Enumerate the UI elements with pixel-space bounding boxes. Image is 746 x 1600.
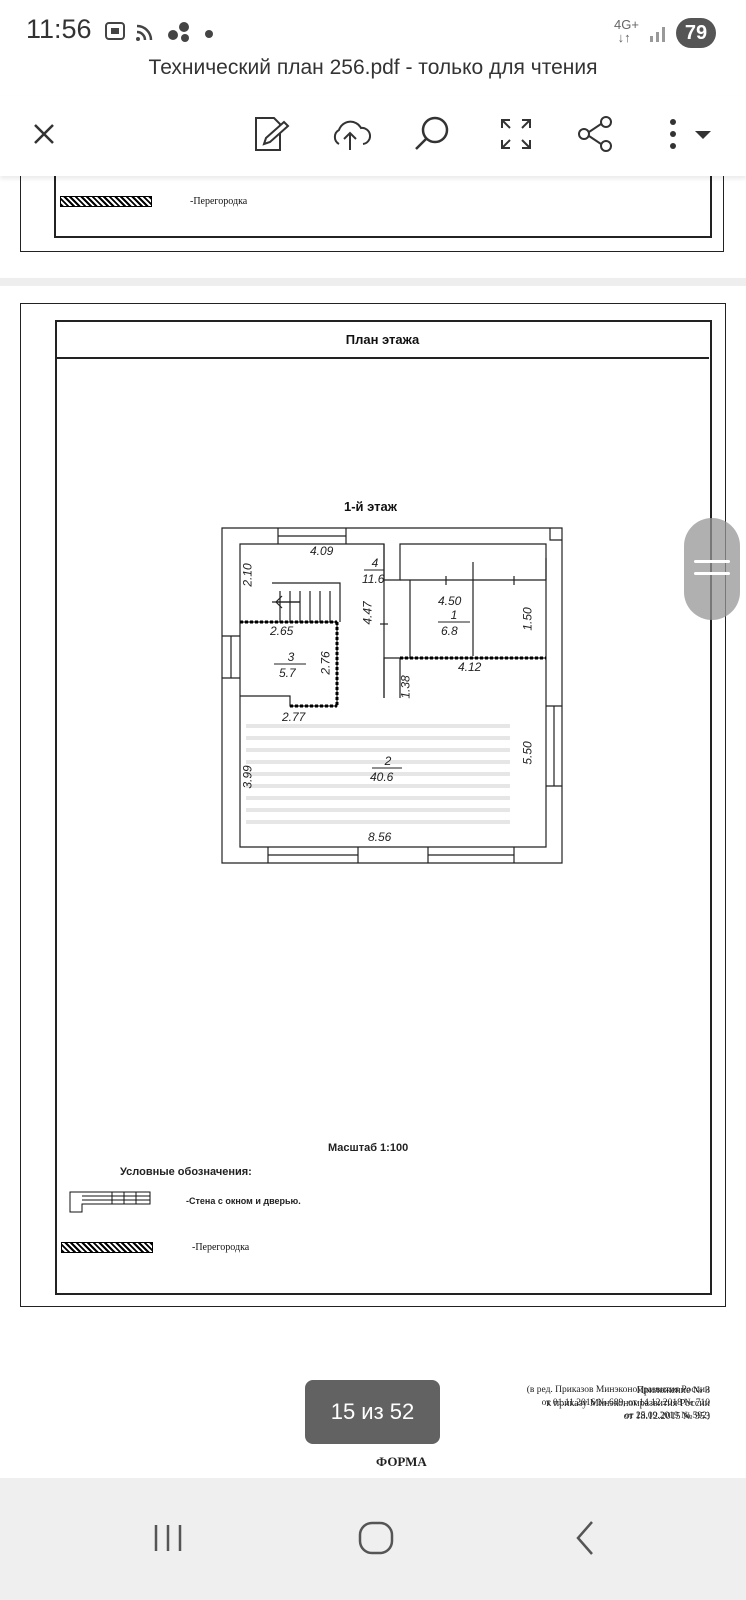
header-divider (56, 357, 709, 359)
status-bar: 11:56 4G+ ↓↑ 79 (0, 0, 746, 62)
upload-button[interactable] (322, 106, 378, 162)
legend-partition: -Перегородка (190, 196, 248, 207)
legend-partition: -Перегородка (192, 1242, 250, 1253)
dimension-label: 2.77 (282, 710, 306, 724)
share-icon (578, 116, 612, 152)
dimension-label: 2.76 (318, 651, 333, 675)
clock: 11:56 (26, 14, 92, 44)
partition-symbol (60, 196, 152, 207)
more-options-button[interactable] (652, 106, 722, 162)
handle-line (694, 572, 730, 575)
revision-line: от 01.11.2016 № 689, от 14.12.2018 № 710 (541, 1398, 710, 1408)
recent-apps-button[interactable] (128, 1508, 208, 1568)
inner-border (55, 320, 712, 1295)
dimension-label: 4.12 (458, 660, 482, 674)
room-2-number: 2 (384, 754, 392, 768)
edit-button[interactable] (242, 106, 298, 162)
upload-cloud-icon (333, 120, 371, 150)
recent-apps-icon (154, 1525, 182, 1551)
current-page: План этажа 1-й этаж (0, 286, 746, 1462)
dimension-label: 8.56 (368, 830, 392, 844)
room-2-area: 40.6 (370, 770, 394, 784)
dimension-label: 4.50 (438, 594, 462, 608)
fullscreen-icon (501, 119, 531, 149)
dimension-label: 4.47 (360, 601, 375, 625)
cast-icon (136, 24, 153, 41)
wall-symbol (69, 1191, 151, 1213)
previous-page: -Перегородка (0, 176, 746, 278)
document-title: Технический план 256.pdf - только для чт… (148, 56, 598, 79)
legend-wall: -Стена с окном и дверью. (186, 1196, 301, 1206)
dimension-label: 4.09 (310, 544, 334, 558)
appendix-line: к приказу Минэкономразвития России (546, 1398, 710, 1409)
connection-icon (168, 22, 189, 42)
edit-icon (255, 117, 290, 151)
search-icon (415, 116, 449, 150)
room-3-area: 5.7 (279, 666, 296, 680)
dimension-label: 1.50 (520, 607, 535, 631)
dimension-label: 2.65 (270, 624, 294, 638)
network-type: 4G+ ↓↑ (614, 17, 639, 45)
room-3-number: 3 (287, 650, 295, 664)
dimension-label: 5.50 (520, 741, 535, 765)
more-icon (670, 119, 711, 149)
dot-icon (205, 30, 213, 38)
home-icon (358, 1521, 394, 1555)
appendix-line: Приложение № 3 (636, 1385, 710, 1396)
handle-line (694, 560, 730, 563)
revision-line: от 25.09.2019 № 592) (624, 1411, 710, 1421)
document-viewer[interactable]: -Перегородка План этажа 1-й этаж (0, 176, 746, 1478)
dimension-label: 3.99 (240, 765, 255, 789)
home-button[interactable] (336, 1508, 416, 1568)
dimension-label: 2.10 (240, 563, 255, 587)
plan-header: План этажа (345, 332, 420, 347)
room-1-number: 1 (450, 608, 458, 622)
scale-label: Масштаб 1:100 (328, 1142, 409, 1154)
back-icon (576, 1521, 593, 1555)
legend-title: Условные обозначения: (120, 1166, 252, 1178)
screen-record-icon (105, 22, 125, 40)
room-1-area: 6.8 (441, 624, 458, 638)
partition-symbol (61, 1242, 153, 1253)
appendix-text-visible: Приложение № 3 к приказу Минэкономразвит… (460, 1384, 710, 1423)
battery-indicator: 79 (676, 18, 716, 48)
page-border (20, 303, 726, 1307)
inner-border (54, 176, 712, 238)
fullscreen-button[interactable] (488, 106, 544, 162)
revision-line: (в ред. Приказов Минэкономразвития Росси… (526, 1385, 710, 1395)
search-button[interactable] (404, 106, 460, 162)
back-button[interactable] (546, 1508, 626, 1568)
room-4-number: 4 (371, 556, 379, 570)
fast-scroll-handle[interactable] (684, 518, 740, 620)
floor-plan-drawing (221, 527, 563, 864)
form-title: ФОРМА (376, 1454, 427, 1469)
signal-bars-icon (650, 27, 665, 42)
page-border (20, 176, 724, 252)
navigation-bar (0, 1478, 746, 1600)
appendix-line: от 18.12.2015 № 953 (623, 1411, 710, 1422)
page-indicator: 15 из 52 (305, 1380, 440, 1444)
revision-text: (в ред. Приказов Минэкономразвития Росси… (460, 1384, 710, 1423)
close-button[interactable] (16, 106, 72, 162)
room-4-area: 11.6 (362, 572, 385, 586)
share-button[interactable] (568, 106, 624, 162)
floor-label: 1-й этаж (344, 499, 397, 514)
toolbar (0, 96, 746, 176)
close-icon (34, 124, 54, 144)
dimension-label: 1.38 (398, 675, 413, 699)
